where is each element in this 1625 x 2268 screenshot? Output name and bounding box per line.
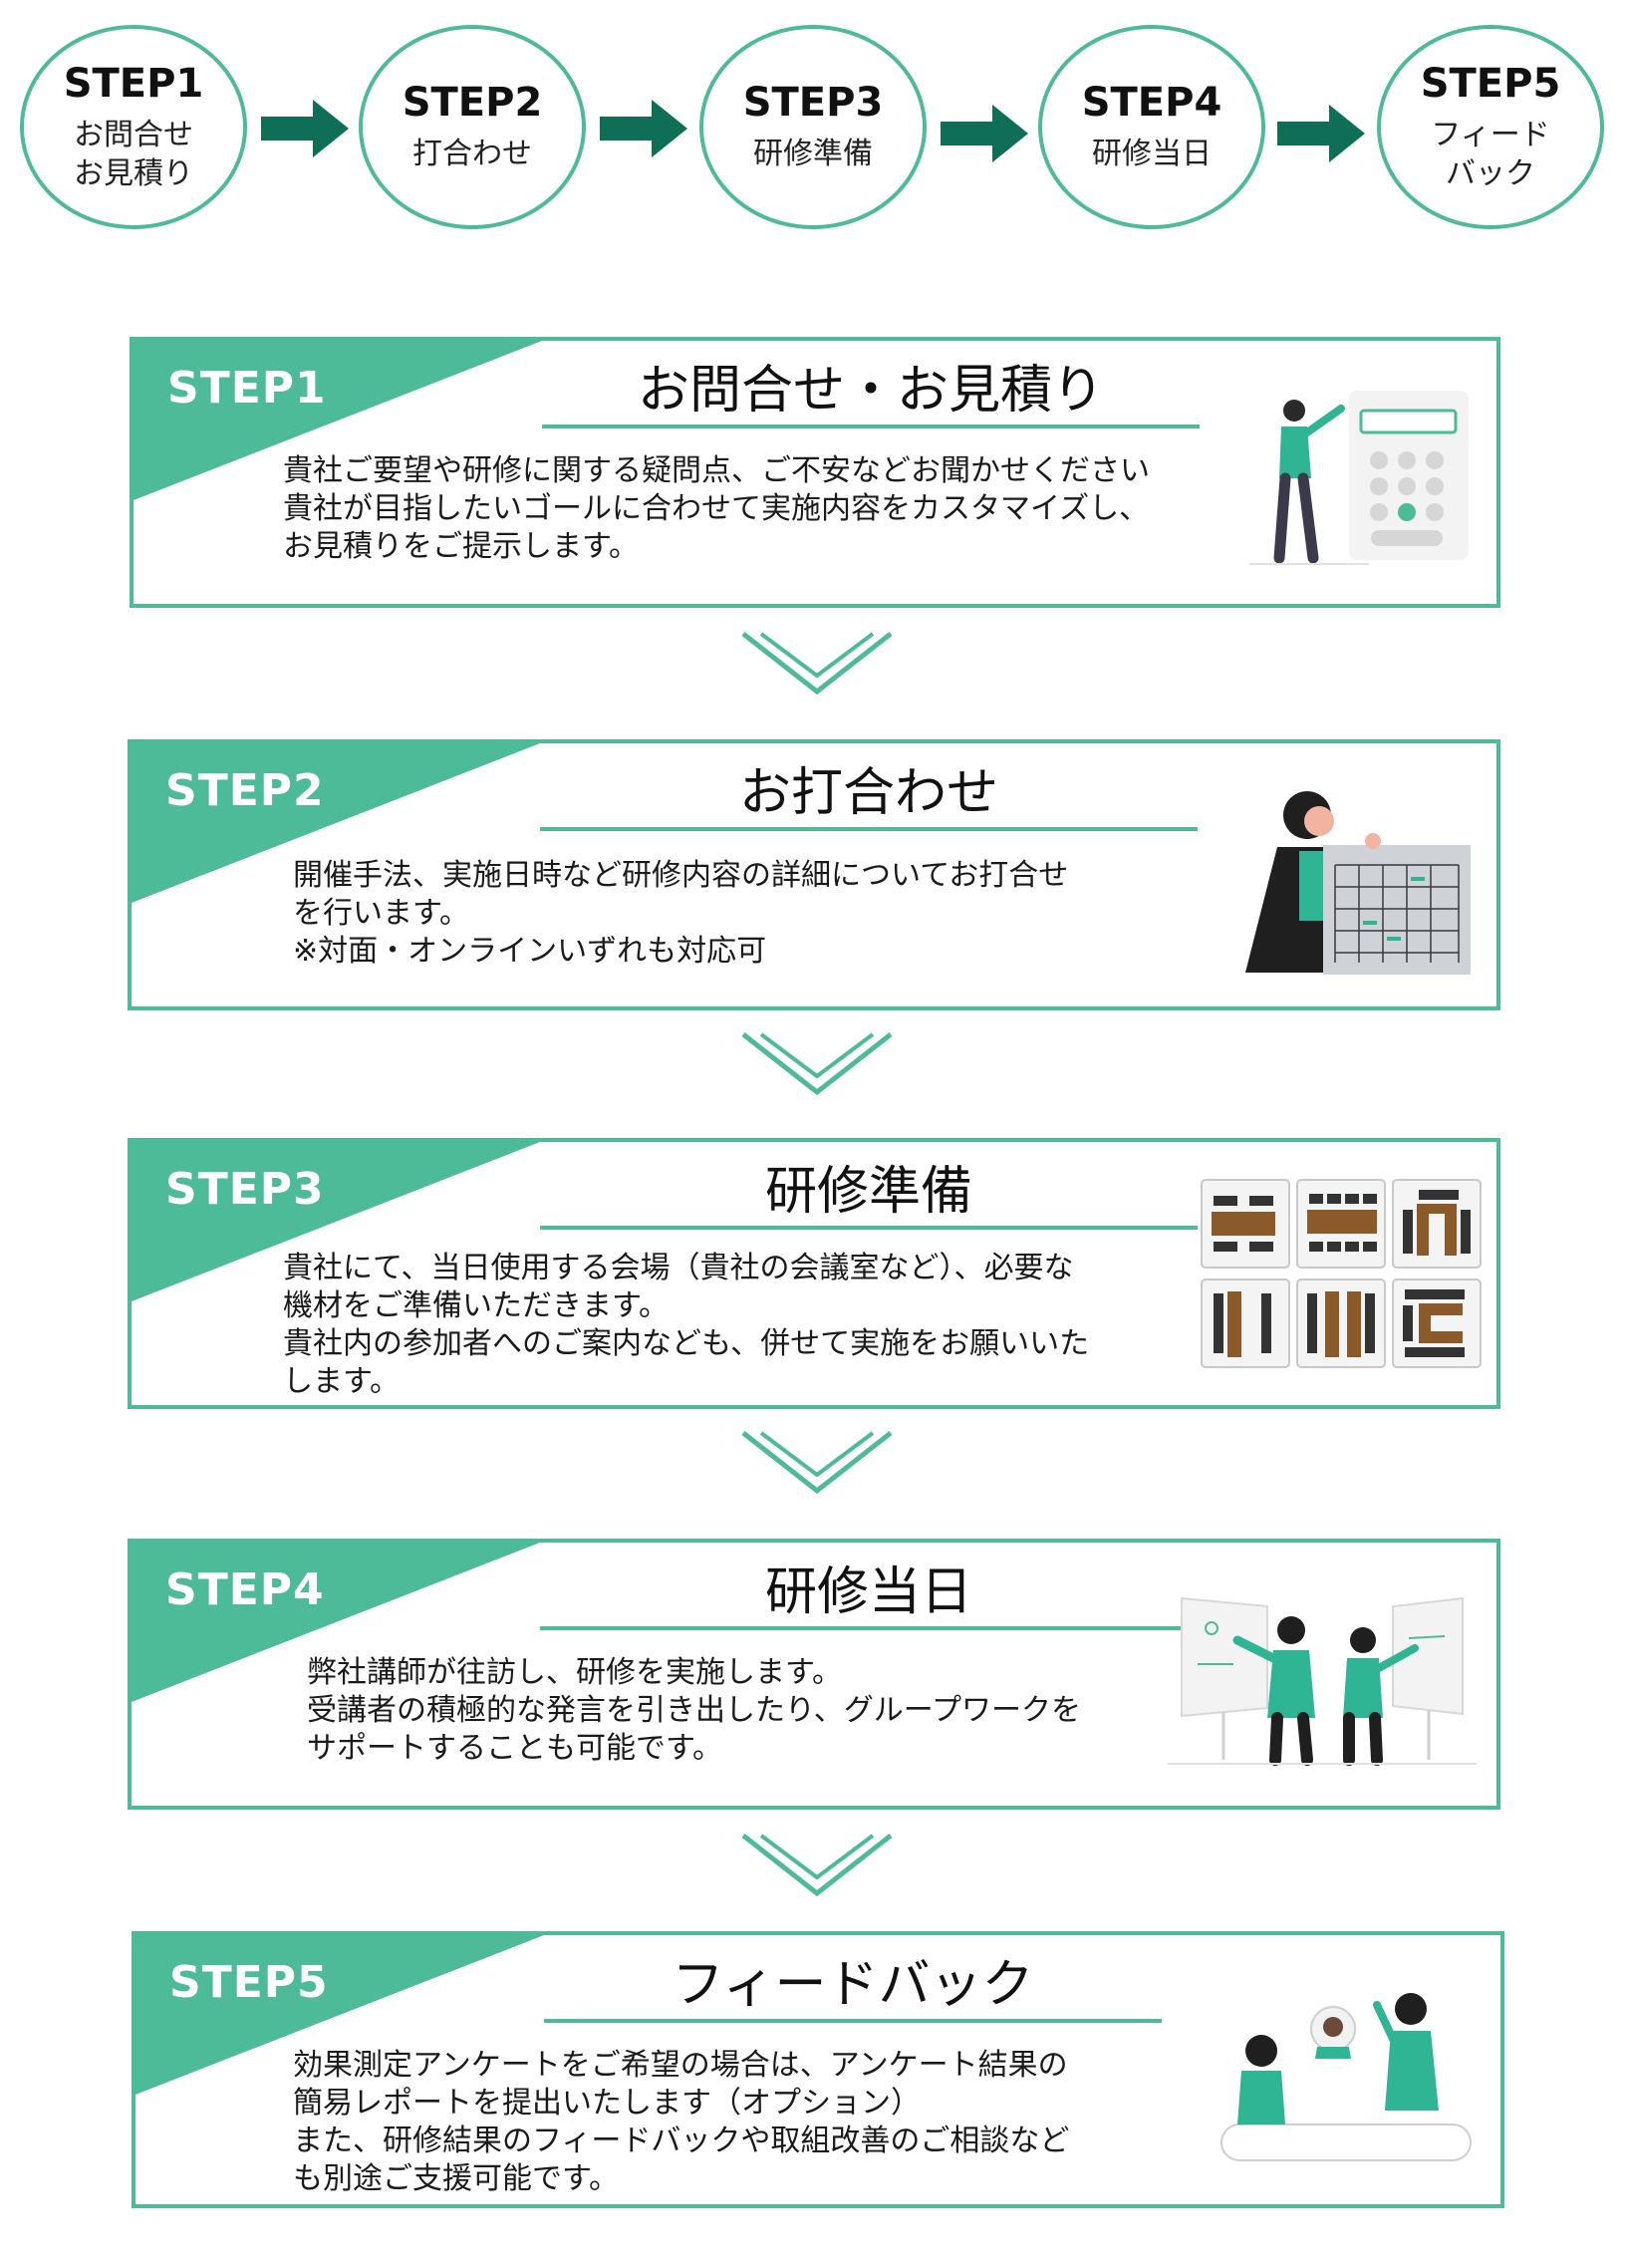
card-body: 弊社講師が往訪し、研修を実施します。 受講者の積極的な発言を引き出したり、グルー…: [307, 1655, 1081, 1766]
step-flow: STEP1 お問合せ お見積り STEP2 打合わせ STEP3 研修準備 ST…: [0, 0, 1625, 259]
step-badge: STEP5: [169, 1957, 329, 2008]
flow-step-number: STEP3: [742, 80, 884, 126]
flow-step-number: STEP4: [1081, 80, 1222, 126]
card-body: 貴社ご要望や研修に関する疑問点、ご不安などお聞かせください 貴社が目指したいゴー…: [283, 453, 1150, 564]
step-card-1: STEP1 お問合せ・お見積り 貴社ご要望や研修に関する疑問点、ご不安などお聞か…: [130, 337, 1500, 608]
flow-step-1: STEP1 お問合せ お見積り: [20, 25, 247, 229]
flow-step-label: お問合せ お見積り: [74, 117, 193, 191]
card-title: お問合せ・お見積り: [637, 361, 1104, 421]
flow-step-2: STEP2 打合わせ: [359, 25, 586, 229]
presenters-whiteboard-icon: [1168, 1596, 1477, 1766]
chevron-down-icon: [741, 1431, 893, 1495]
step-badge-shape: [132, 743, 540, 903]
flow-step-5: STEP5 フィード バック: [1377, 25, 1604, 229]
step-badge-shape: [132, 1543, 540, 1702]
title-underline: [540, 827, 1198, 831]
arrow-right-icon: [261, 100, 349, 157]
step-badge: STEP1: [167, 363, 327, 414]
flow-step-label: 研修当日: [1092, 137, 1212, 171]
card-title: お打合わせ: [738, 763, 998, 823]
chevron-down-icon: [741, 1834, 893, 1897]
flow-step-label: 研修準備: [753, 137, 873, 171]
title-underline: [544, 2019, 1162, 2023]
team-meeting-icon: [1220, 1993, 1472, 2161]
flow-step-label: フィード バック: [1431, 117, 1550, 191]
card-title: 研修準備: [764, 1162, 972, 1222]
flow-step-4: STEP4 研修当日: [1038, 25, 1265, 229]
step-badge: STEP4: [165, 1564, 325, 1615]
card-title: フィードバック: [672, 1955, 1034, 2015]
chevron-down-icon: [741, 1032, 893, 1096]
flow-step-3: STEP3 研修準備: [699, 25, 927, 229]
flow-step-number: STEP2: [402, 80, 543, 126]
step-badge: STEP2: [165, 765, 325, 816]
woman-with-calendar-icon: [1245, 791, 1471, 975]
chevron-down-icon: [741, 632, 893, 696]
step-card-2: STEP2 お打合わせ 開催手法、実施日時など研修内容の詳細についてお打合せ を…: [128, 739, 1500, 1010]
step-card-5: STEP5 フィードバック 効果測定アンケートをご希望の場合は、アンケート結果の…: [132, 1931, 1504, 2208]
step-card-3: STEP3 研修準備 貴社にて、当日使用する会場（貴社の会議室など）、必要な 機…: [128, 1138, 1500, 1409]
arrow-right-icon: [1277, 105, 1365, 162]
step-card-4: STEP4 研修当日 弊社講師が往訪し、研修を実施します。 受講者の積極的な発言…: [128, 1539, 1500, 1810]
flow-step-number: STEP5: [1420, 60, 1561, 107]
arrow-right-icon: [600, 100, 687, 157]
title-underline: [542, 425, 1200, 428]
title-underline: [540, 1226, 1198, 1230]
room-layouts-icon: [1201, 1179, 1482, 1368]
step-badge-shape: [134, 341, 542, 500]
flow-step-number: STEP1: [63, 60, 204, 107]
step-badge-shape: [132, 1142, 540, 1301]
card-title: 研修当日: [764, 1562, 972, 1622]
arrow-right-icon: [941, 105, 1028, 162]
person-with-calculator-icon: [1249, 391, 1469, 565]
card-body: 開催手法、実施日時など研修内容の詳細についてお打合せ を行います。 ※対面・オン…: [293, 858, 1069, 969]
step-badge: STEP3: [165, 1164, 325, 1215]
title-underline: [540, 1626, 1198, 1630]
card-body: 貴社にて、当日使用する会場（貴社の会議室など）、必要な 機材をご準備いただきます…: [283, 1251, 1090, 1399]
flow-step-label: 打合わせ: [412, 137, 532, 171]
card-body: 効果測定アンケートをご希望の場合は、アンケート結果の 簡易レポートを提出いたしま…: [293, 2048, 1070, 2196]
step-badge-shape: [135, 1935, 544, 2095]
